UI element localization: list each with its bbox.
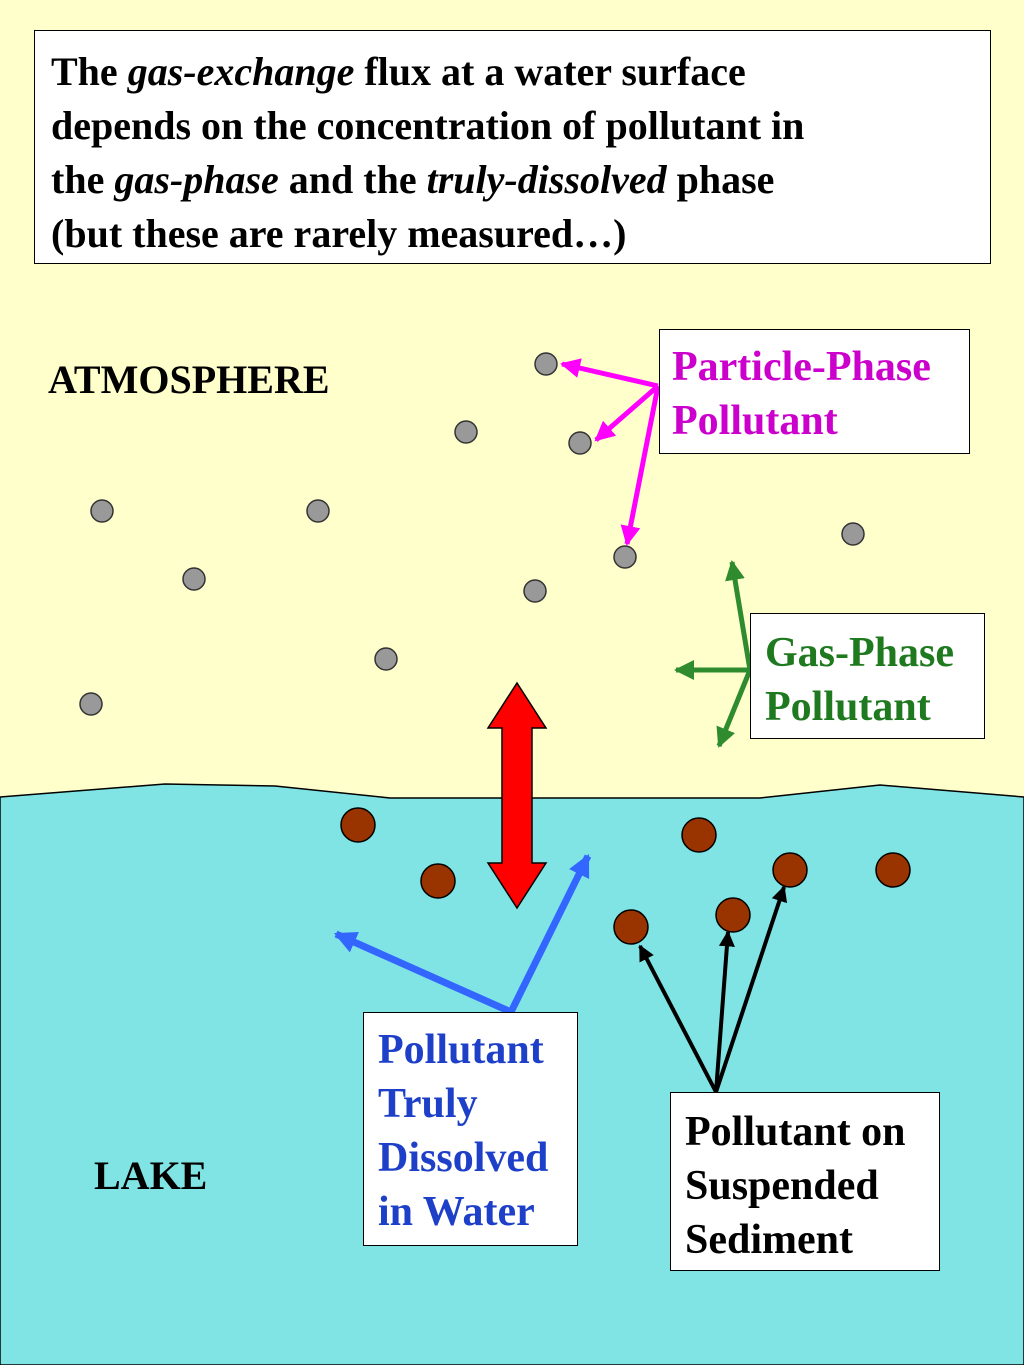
- sediment-arrows: [638, 885, 788, 1093]
- dissolved-label-box: Pollutant Truly Dissolved in Water: [363, 1012, 578, 1246]
- air-particle: [79, 692, 103, 716]
- air-particle: [374, 647, 398, 671]
- lake-label: LAKE: [94, 1153, 208, 1198]
- intro-line-1: The gas-exchange flux at a water surface: [51, 49, 746, 94]
- intro-line-3: the gas-phase and the truly-dissolved ph…: [51, 157, 775, 202]
- particle-phase-label-box: Particle-Phase Pollutant: [659, 329, 970, 454]
- sediment-particles: [340, 807, 911, 945]
- intro-line-4: (but these are rarely measured…): [51, 211, 627, 256]
- air-particle: [534, 352, 558, 376]
- sediment-particle: [681, 817, 717, 853]
- air-particle: [454, 420, 478, 444]
- air-particle: [90, 499, 114, 523]
- sediment-particle: [613, 909, 649, 945]
- sediment-label-box: Pollutant on Suspended Sediment: [670, 1092, 940, 1271]
- gas-phase-label-box: Gas-Phase Pollutant: [750, 613, 985, 739]
- air-particle: [182, 567, 206, 591]
- gas-phase-arrows: [674, 560, 753, 748]
- sediment-particle: [715, 897, 751, 933]
- air-particle: [841, 522, 865, 546]
- dissolved-arrows: [333, 853, 592, 1016]
- intro-line-2: depends on the concentration of pollutan…: [51, 103, 805, 148]
- air-particle: [568, 431, 592, 455]
- sediment-particle: [340, 807, 376, 843]
- sediment-particle: [420, 863, 456, 899]
- atmosphere-label: ATMOSPHERE: [48, 357, 330, 402]
- air-particle: [306, 499, 330, 523]
- gas-exchange-double-arrow: [486, 681, 548, 910]
- sediment-particle: [772, 852, 808, 888]
- air-particles: [79, 352, 865, 716]
- sediment-particle: [875, 852, 911, 888]
- intro-text-box: The gas-exchange flux at a water surface…: [34, 30, 991, 264]
- air-particle: [523, 579, 547, 603]
- particle-phase-arrows: [560, 358, 661, 546]
- air-particle: [613, 545, 637, 569]
